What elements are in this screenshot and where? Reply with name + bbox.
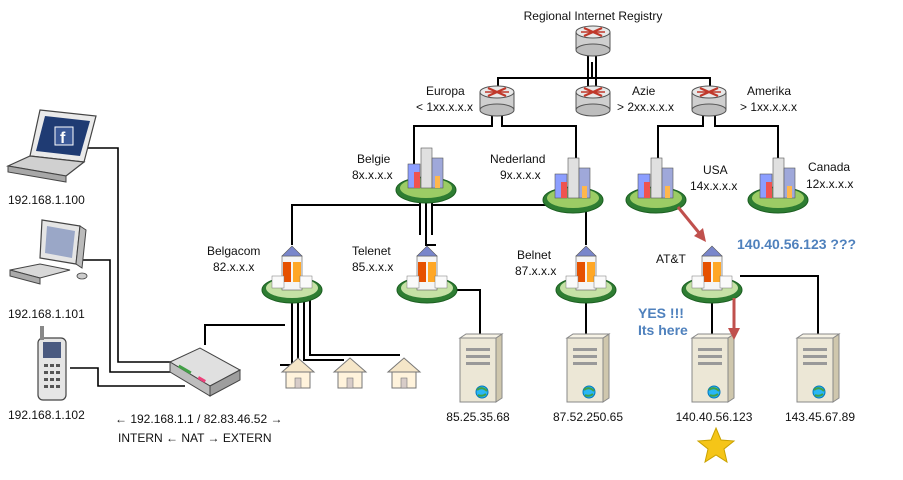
country-nederland-range: 9x.x.x.x — [500, 168, 541, 182]
att-isp-icon — [681, 245, 743, 304]
rir-router-icon — [574, 24, 612, 58]
house-icon — [281, 357, 315, 389]
isp-telenet-name: Telenet — [352, 244, 391, 258]
region-amerika-range: > 1xx.x.x.x — [740, 100, 798, 114]
region-europa-range: < 1xx.x.x.x — [416, 100, 474, 114]
country-usa-name: USA — [703, 163, 728, 177]
region-amerika-name: Amerika — [747, 84, 792, 98]
country-belgie-range: 8x.x.x.x — [352, 168, 393, 182]
rir-title: Regional Internet Registry — [523, 9, 663, 23]
house-icon — [387, 357, 421, 389]
server-ip: 140.40.56.123 — [675, 410, 753, 424]
isp-belnet-name: Belnet — [517, 248, 552, 262]
country-canada-range: 12x.x.x.x — [806, 177, 854, 191]
server-ip: 87.52.250.65 — [552, 410, 624, 424]
lookup-question: 140.40.56.123 ??? — [737, 236, 857, 252]
amerika-router-icon — [690, 84, 728, 118]
belgacom-isp-icon — [261, 245, 323, 304]
country-nederland-name: Nederland — [490, 152, 546, 166]
lookup-arrows — [676, 206, 740, 340]
server-icon — [566, 333, 610, 403]
answer-line-1: YES !!! — [638, 305, 684, 321]
desktop-ip: 192.168.1.101 — [8, 307, 85, 321]
server-icon — [796, 333, 840, 403]
europa-router-icon — [478, 84, 516, 118]
isp-belgacom-name: Belgacom — [207, 244, 261, 258]
svg-text:f: f — [60, 130, 66, 147]
laptop-ip: 192.168.1.100 — [8, 193, 85, 207]
home-router-icon — [168, 347, 242, 397]
canada-building-icon — [747, 157, 809, 214]
house-icon — [333, 357, 367, 389]
laptop-icon: f — [5, 109, 97, 183]
region-azie-range: > 2xx.x.x.x — [617, 100, 675, 114]
usa-building-icon — [625, 157, 687, 214]
belgie-building-icon — [395, 147, 457, 204]
server-ip: 143.45.67.89 — [784, 410, 856, 424]
telenet-isp-icon — [396, 245, 458, 304]
server-ip: 85.25.35.68 — [446, 410, 510, 424]
star-icon — [696, 426, 736, 464]
phone-icon — [37, 326, 67, 401]
isp-telenet-range: 85.x.x.x — [352, 260, 394, 274]
country-usa-range: 14x.x.x.x — [690, 179, 738, 193]
region-europa-name: Europa — [426, 84, 465, 98]
router-ip-line: ← 192.168.1.1 / 82.83.46.52 → — [115, 412, 283, 426]
azie-router-icon — [574, 84, 612, 118]
isp-att-name: AT&T — [656, 252, 686, 266]
belnet-isp-icon — [555, 245, 617, 304]
phone-ip: 192.168.1.102 — [8, 408, 85, 422]
country-canada-name: Canada — [808, 160, 851, 174]
answer-line-2: Its here — [638, 322, 688, 338]
nat-line: INTERN ← NAT → EXTERN — [118, 431, 272, 445]
isp-belgacom-range: 82.x.x.x — [213, 260, 255, 274]
lan-cables — [68, 147, 185, 387]
server-icon — [691, 333, 735, 403]
country-belgie-name: Belgie — [357, 152, 391, 166]
desktop-computer-icon — [9, 219, 88, 285]
nederland-building-icon — [542, 157, 604, 214]
isp-belnet-range: 87.x.x.x — [515, 264, 557, 278]
server-icon — [459, 333, 503, 403]
region-azie-name: Azie — [632, 84, 656, 98]
